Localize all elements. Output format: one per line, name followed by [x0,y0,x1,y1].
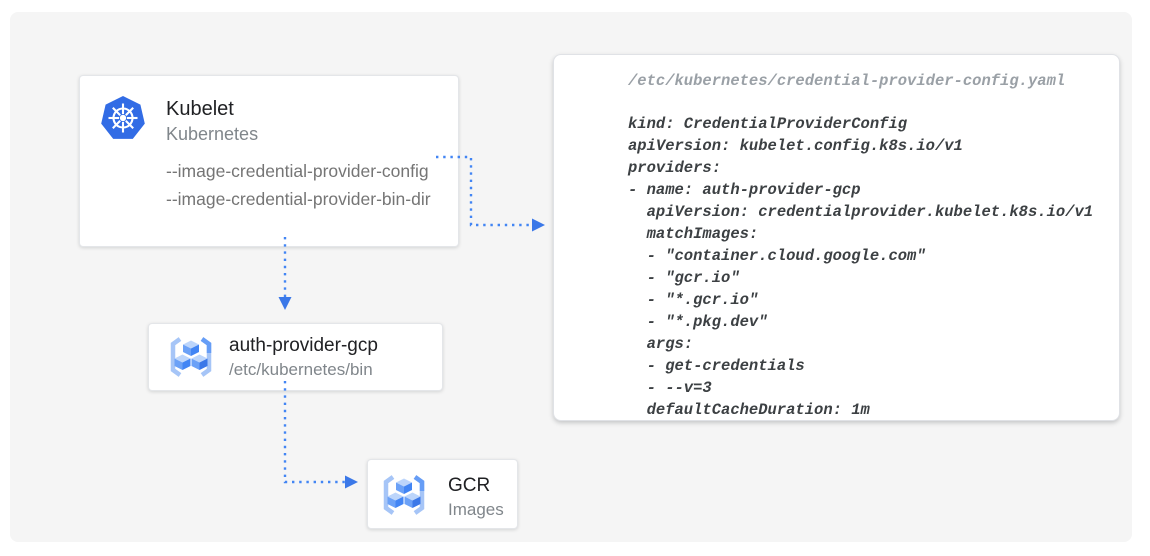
kubelet-flags: --image-credential-provider-config --ima… [166,157,431,213]
auth-provider-gcp-path: /etc/kubernetes/bin [229,360,373,379]
flag-image-credential-provider-config: --image-credential-provider-config [166,161,429,181]
gcr-card-title: GCR [448,475,491,496]
auth-provider-gcp-card: auth-provider-gcp /etc/kubernetes/bin [148,323,443,391]
kubelet-card-subtitle: Kubernetes [166,124,259,144]
container-registry-icon [378,473,430,517]
kubelet-card-title: Kubelet [166,98,234,120]
config-file-path: /etc/kubernetes/credential-provider-conf… [628,72,1066,90]
gcr-card: GCR Images [367,459,518,529]
config-yaml-content: kind: CredentialProviderConfig apiVersio… [628,115,1094,419]
flag-image-credential-provider-bin-dir: --image-credential-provider-bin-dir [166,189,431,209]
auth-provider-gcp-title: auth-provider-gcp [229,335,378,356]
diagram-canvas: Kubelet Kubernetes --image-credential-pr… [10,12,1132,542]
kubelet-card: Kubelet Kubernetes --image-credential-pr… [79,75,459,247]
container-registry-icon [165,335,217,379]
kubernetes-icon [99,94,147,142]
gcr-card-subtitle: Images [448,500,504,519]
credential-provider-config-panel: /etc/kubernetes/credential-provider-conf… [553,54,1120,421]
